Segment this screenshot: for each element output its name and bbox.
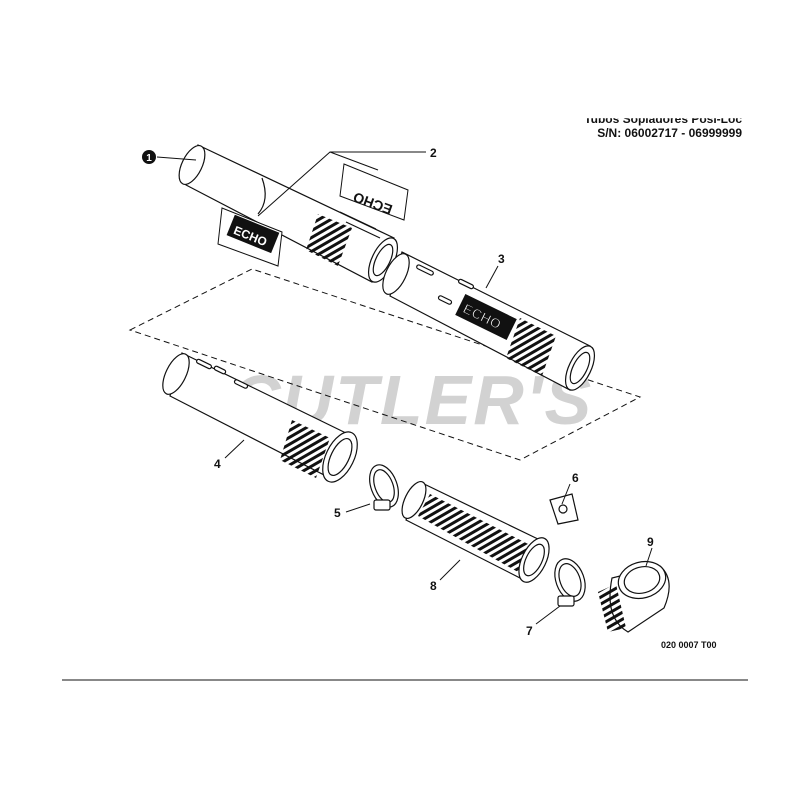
callout-1-label: 1: [146, 153, 152, 164]
flex-hose-8: [401, 480, 550, 583]
callout-5: 5: [334, 506, 341, 520]
upper-pipe: [178, 144, 399, 283]
assembly-outline: [128, 268, 642, 461]
callout-8: 8: [430, 579, 437, 593]
middle-pipe: ECHO: [382, 251, 596, 391]
drawing-code: 020 0007 T00: [661, 640, 717, 650]
leader-lines: [156, 151, 653, 625]
callout-1: 1: [142, 150, 156, 164]
callout-9: 9: [647, 535, 654, 549]
lower-pipe: [162, 352, 358, 483]
clamp-7: [554, 558, 586, 607]
clamp-5: [369, 464, 399, 511]
echo-label-b: ECHO: [217, 207, 283, 267]
callout-3: 3: [498, 252, 505, 266]
echo-label-a: ECHO: [339, 163, 409, 221]
callout-6: 6: [572, 471, 579, 485]
callout-4: 4: [214, 457, 221, 471]
callout-7: 7: [526, 624, 533, 638]
elbow-9: [598, 560, 670, 633]
callout-2: 2: [430, 146, 437, 160]
serial-range: S/N: 06002717 - 06999999: [597, 126, 742, 140]
diagram-title: Tubos Sopladores Posi-Loc: [584, 112, 742, 126]
